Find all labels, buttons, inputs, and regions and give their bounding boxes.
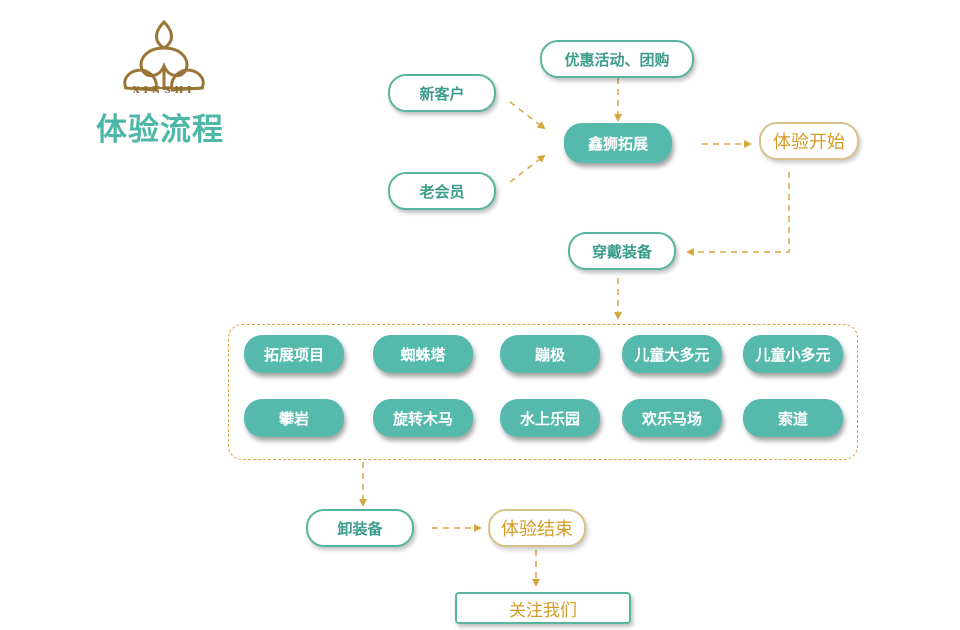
activity-item: 欢乐马场: [622, 399, 722, 437]
activity-item: 旋转木马: [373, 399, 473, 437]
activity-item: 儿童小多元: [743, 335, 843, 373]
page-title: 体验流程: [96, 112, 224, 148]
follow-us-button[interactable]: 关注我们: [455, 592, 631, 624]
node-xinshi: 鑫狮拓展: [564, 123, 672, 163]
node-promo: 优惠活动、团购: [540, 40, 694, 78]
node-wear-gear: 穿戴装备: [568, 232, 676, 270]
activity-item: 蜘蛛塔: [373, 335, 473, 373]
logo-text: XINSHI: [132, 86, 196, 96]
node-start: 体验开始: [759, 122, 859, 160]
activity-item: 拓展项目: [244, 335, 344, 373]
activities-frame: [228, 324, 858, 460]
node-end: 体验结束: [488, 509, 586, 547]
arrow-new-to-xinshi: [509, 101, 546, 130]
activity-item: 攀岩: [244, 399, 344, 437]
activity-item: 蹦极: [500, 335, 600, 373]
node-new-customer: 新客户: [388, 74, 496, 112]
node-remove-gear: 卸装备: [306, 509, 414, 547]
activity-item: 水上乐园: [500, 399, 600, 437]
activity-item: 儿童大多元: [622, 335, 722, 373]
activity-item: 索道: [743, 399, 843, 437]
arrow-start-to-wear: [686, 172, 790, 256]
arrow-old-to-xinshi: [509, 154, 546, 183]
xinshi-logo: [123, 19, 205, 92]
node-old-member: 老会员: [388, 172, 496, 210]
